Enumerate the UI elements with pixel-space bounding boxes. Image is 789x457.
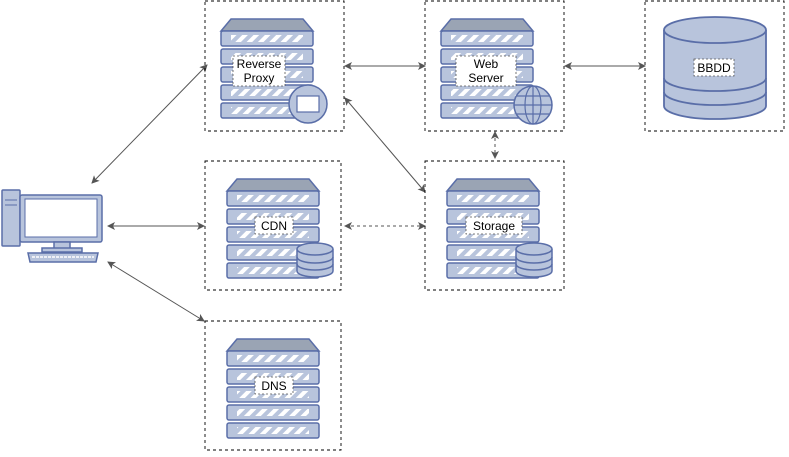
reverse-proxy-node[interactable]: Reverse Proxy [204, 0, 345, 132]
storage-frame [424, 160, 565, 291]
desktop-computer-icon [1, 189, 103, 263]
web-server-label-line1: Web [474, 57, 499, 71]
client-computer[interactable] [1, 189, 103, 263]
storage-label: Storage [473, 219, 515, 233]
bbdd-frame [644, 0, 785, 132]
storage-node[interactable]: Storage [424, 160, 565, 291]
edge-client-reverse-proxy [91, 64, 208, 184]
dns-node[interactable]: DNS [204, 320, 342, 451]
edges [91, 62, 646, 322]
edge-client-dns [107, 261, 205, 322]
cdn-frame [204, 160, 342, 291]
reverse-proxy-label-line1: Reverse [237, 57, 282, 71]
bbdd-label: BBDD [697, 61, 731, 75]
reverse-proxy-frame [204, 0, 345, 132]
web-server-frame [424, 0, 565, 132]
web-server-node[interactable]: Web Server [424, 0, 565, 132]
edge-reverse-proxy-storage [344, 97, 426, 193]
bbdd-node[interactable]: BBDD [644, 0, 785, 132]
cdn-label: CDN [261, 219, 287, 233]
cdn-node[interactable]: CDN [204, 160, 342, 291]
dns-label: DNS [261, 379, 286, 393]
web-server-label-line2: Server [468, 71, 503, 85]
server-with-window-icon [220, 18, 328, 124]
reverse-proxy-label-line2: Proxy [244, 71, 275, 85]
dns-frame [204, 320, 342, 451]
server-with-globe-icon [440, 18, 553, 125]
